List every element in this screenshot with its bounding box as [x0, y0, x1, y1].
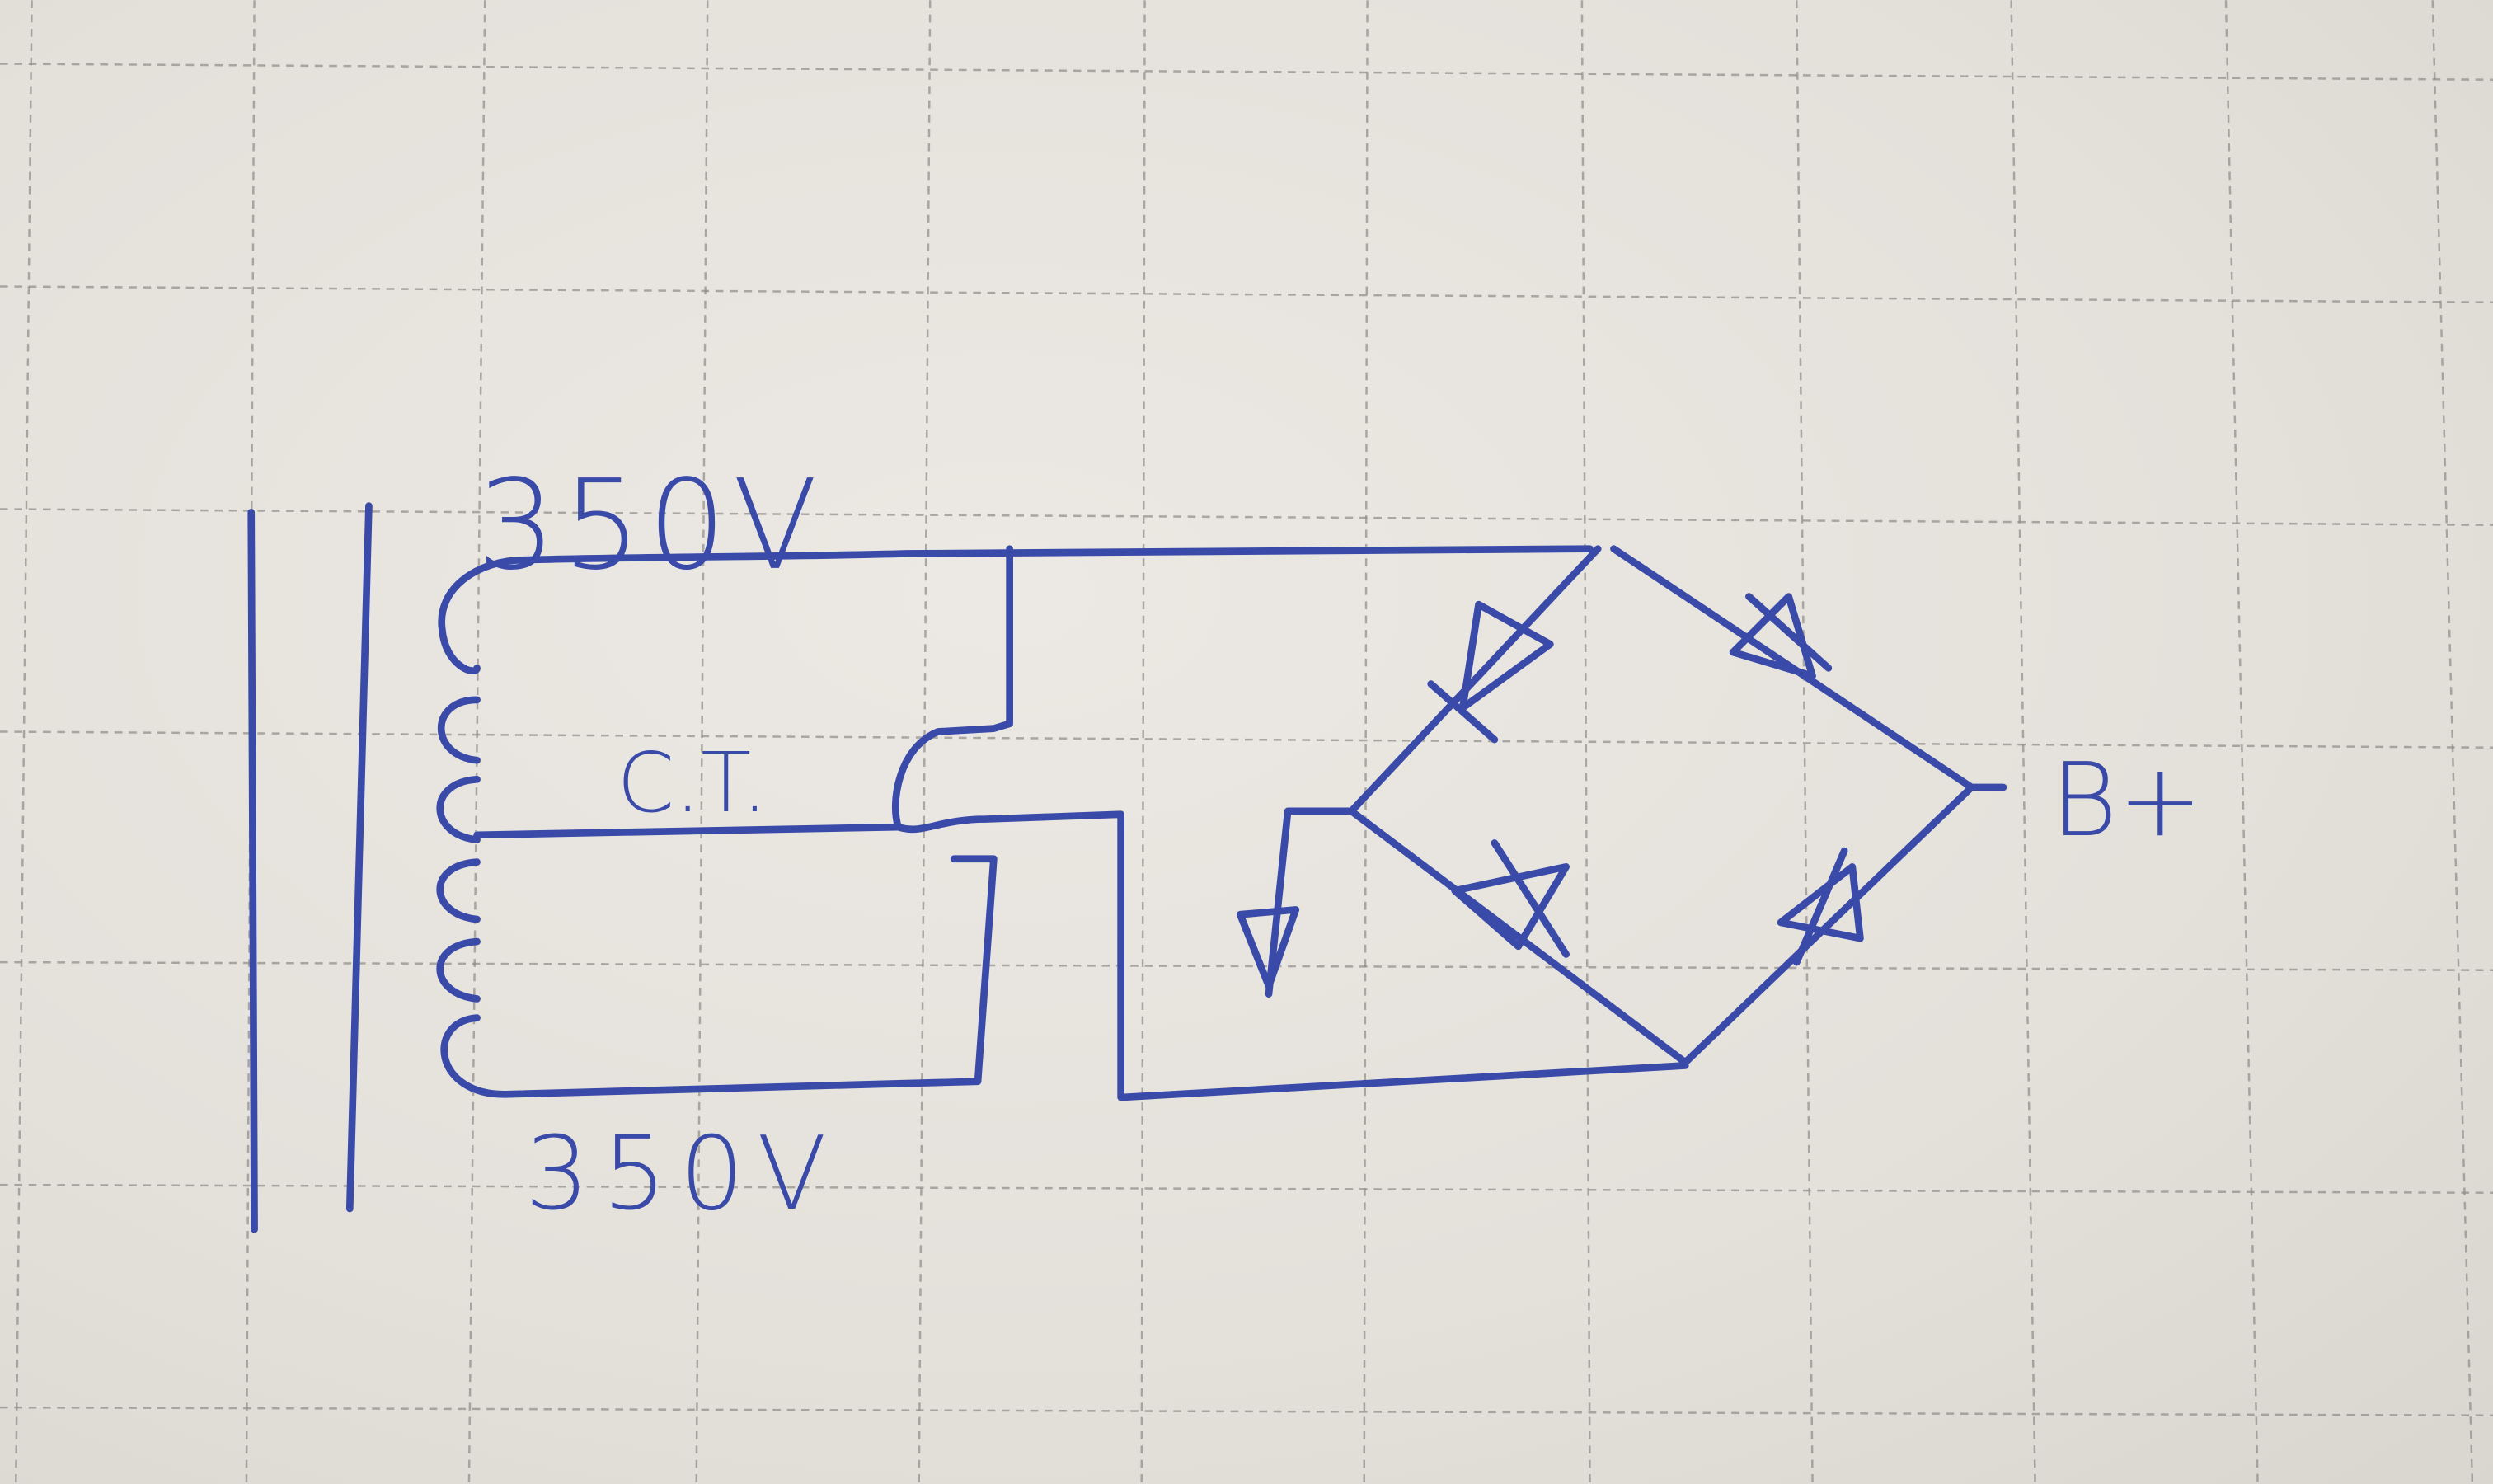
diode-upper-left	[1431, 604, 1566, 740]
diode-lower-left	[1451, 839, 1570, 958]
diode-upper-right	[1729, 593, 1833, 680]
top-voltage-label: 350V	[477, 453, 824, 598]
b-plus-label: B+	[2051, 741, 2203, 860]
diode-lower-right	[1777, 847, 1864, 966]
transformer-core	[247, 502, 373, 1233]
transformer-secondary-coil	[436, 545, 1689, 1101]
bottom-voltage-label: 350V	[524, 1115, 839, 1233]
bridge-rectifier	[1236, 545, 2007, 1066]
ground-return-arrow-icon	[1236, 807, 1355, 998]
center-tap-label: C.T.	[617, 735, 768, 831]
